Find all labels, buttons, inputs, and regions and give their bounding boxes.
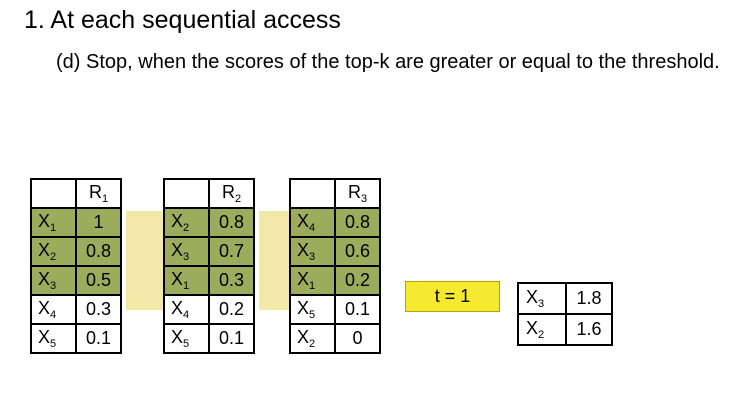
ranked-list-r1: R1 X1 1 X2 0.8 X3 0.5 X4 0.3 X5 0.1 [30,178,122,354]
score-cell: 0.5 [75,265,122,296]
access-band-right [259,211,291,310]
score-cell: 0.7 [208,236,255,267]
ranked-list-r2: R2 X2 0.8 X3 0.7 X1 0.3 X4 0.2 X5 0.1 [163,178,255,354]
score-cell: 0.8 [75,236,122,267]
table-row: X1 1 [30,207,122,238]
header-blank-cell [30,178,77,209]
score-cell: 1 [75,207,122,238]
table-row: X5 0.1 [163,323,255,354]
score-cell: 0.8 [208,207,255,238]
object-cell: X2 [517,313,567,346]
object-cell: X4 [30,294,77,325]
list-header-row: R2 [163,178,255,209]
header-blank-cell [163,178,210,209]
score-cell: 0 [334,323,381,354]
table-row: X4 0.8 [289,207,381,238]
table-row: X2 1.6 [517,313,613,346]
table-row: X4 0.3 [30,294,122,325]
list-name-cell: R1 [75,178,122,209]
table-row: X3 0.6 [289,236,381,267]
header-blank-cell [289,178,336,209]
table-row: X5 0.1 [30,323,122,354]
object-cell: X3 [30,265,77,296]
score-cell: 1.8 [565,282,613,315]
object-cell: X5 [163,323,210,354]
threshold-box: t = 1 [405,281,500,312]
object-cell: X1 [289,265,336,296]
object-cell: X2 [163,207,210,238]
object-cell: X5 [30,323,77,354]
table-row: X2 0.8 [163,207,255,238]
score-cell: 0.3 [208,265,255,296]
score-cell: 0.6 [334,236,381,267]
list-header-row: R3 [289,178,381,209]
ranked-list-r3: R3 X4 0.8 X3 0.6 X1 0.2 X5 0.1 X2 0 [289,178,381,354]
page-heading: 1. At each sequential access [24,6,341,34]
object-cell: X2 [30,236,77,267]
table-row: X3 0.7 [163,236,255,267]
object-cell: X4 [289,207,336,238]
score-cell: 0.1 [208,323,255,354]
list-name-cell: R2 [208,178,255,209]
score-cell: 0.2 [334,265,381,296]
object-cell: X3 [517,282,567,315]
object-cell: X3 [163,236,210,267]
score-cell: 0.1 [334,294,381,325]
score-cell: 0.3 [75,294,122,325]
table-row: X5 0.1 [289,294,381,325]
score-cell: 1.6 [565,313,613,346]
object-cell: X4 [163,294,210,325]
score-cell: 0.8 [334,207,381,238]
table-row: X3 0.5 [30,265,122,296]
topk-result-table: X3 1.8 X2 1.6 [517,282,613,346]
object-cell: X1 [30,207,77,238]
access-band-left [126,211,165,310]
object-cell: X5 [289,294,336,325]
table-row: X2 0 [289,323,381,354]
score-cell: 0.1 [75,323,122,354]
table-row: X4 0.2 [163,294,255,325]
object-cell: X3 [289,236,336,267]
object-cell: X2 [289,323,336,354]
list-name-cell: R3 [334,178,381,209]
object-cell: X1 [163,265,210,296]
score-cell: 0.2 [208,294,255,325]
list-header-row: R1 [30,178,122,209]
table-row: X1 0.3 [163,265,255,296]
table-row: X2 0.8 [30,236,122,267]
step-description: (d) Stop, when the scores of the top-k a… [56,51,720,73]
table-row: X3 1.8 [517,282,613,315]
table-row: X1 0.2 [289,265,381,296]
